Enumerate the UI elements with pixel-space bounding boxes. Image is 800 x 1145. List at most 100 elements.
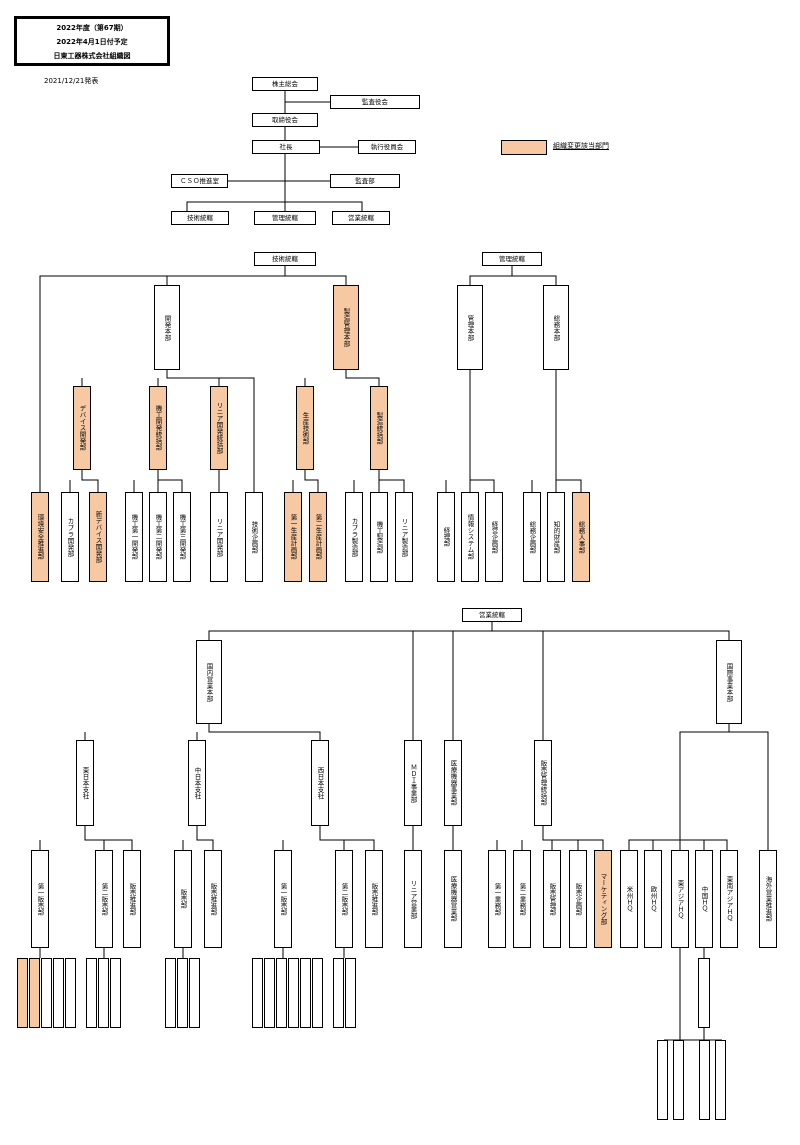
legend-label: 組織変更該当部門 bbox=[553, 142, 609, 150]
sub-unit bbox=[673, 1040, 684, 1120]
intl-promo: 海外営業推進部 bbox=[759, 850, 777, 948]
dev-hq: 開発本部 bbox=[154, 285, 180, 370]
sub-unit bbox=[29, 958, 40, 1028]
accounting-dept: 経理部 bbox=[437, 492, 455, 582]
info-sys-dept: 情報システム部 bbox=[461, 492, 479, 582]
env-safety: 環境安全推進部 bbox=[31, 492, 49, 582]
china-hq: 中国ＨＱ bbox=[695, 850, 713, 948]
sub-unit bbox=[698, 958, 710, 1028]
shareholders-box: 株主総会 bbox=[252, 77, 318, 91]
admin-header: 管理統轄 bbox=[482, 252, 542, 266]
medical-sales: 医療機器営業部 bbox=[444, 850, 462, 948]
intl-hq: 国際事業本部 bbox=[716, 640, 742, 724]
east-asia-hq: 東アジアＨＱ bbox=[671, 850, 689, 948]
sub-unit bbox=[110, 958, 121, 1028]
corp-plan-dept: 経営企画部 bbox=[485, 492, 503, 582]
sub-unit bbox=[177, 958, 188, 1028]
title-line-2: 2022年4月1日付予定 bbox=[56, 38, 128, 46]
west-promo: 販売推進部 bbox=[365, 850, 383, 948]
mfg-plan-2: 第二生産計画部 bbox=[309, 492, 327, 582]
mfg-dept-a: カプラ製造部 bbox=[345, 492, 363, 582]
dev-group-2: 機工開発統括部 bbox=[149, 386, 167, 470]
sub-unit bbox=[333, 958, 344, 1028]
se-asia-hq: 東南アジアＨＱ bbox=[720, 850, 738, 948]
east-sales-1: 第一販売部 bbox=[31, 850, 49, 948]
tech-division-box: 技術統轄 bbox=[171, 211, 229, 225]
cso-box: ＣＳＯ推進室 bbox=[171, 174, 228, 188]
sub-unit bbox=[312, 958, 323, 1028]
sub-unit bbox=[53, 958, 64, 1028]
sub-unit bbox=[657, 1040, 668, 1120]
ip-dept: 知的財産部 bbox=[547, 492, 565, 582]
executive-box: 執行役員会 bbox=[358, 140, 416, 154]
kiko-dev-2: 機工第二開発部 bbox=[149, 492, 167, 582]
sub-unit bbox=[17, 958, 28, 1028]
sub-unit bbox=[41, 958, 52, 1028]
dev-group-3: リニア開発統括部 bbox=[210, 386, 228, 470]
sub-unit bbox=[264, 958, 275, 1028]
sub-unit bbox=[86, 958, 97, 1028]
tech-header: 技術統轄 bbox=[254, 252, 316, 266]
audit-office-box: 監査部 bbox=[330, 174, 400, 188]
west-sales-1: 第一販売部 bbox=[274, 850, 292, 948]
medical-division: 医療機器事業部 bbox=[444, 740, 462, 826]
legend-swatch bbox=[501, 140, 547, 155]
general-hq: 総務本部 bbox=[543, 285, 569, 370]
kiko-dev-3: 機工第三開発部 bbox=[173, 492, 191, 582]
sub-unit bbox=[699, 1040, 710, 1120]
coupling-dev: カプラ開発部 bbox=[61, 492, 79, 582]
tech-plan: 技術企画部 bbox=[245, 492, 263, 582]
kiko-dev-1: 機工第一開発部 bbox=[125, 492, 143, 582]
sub-unit bbox=[189, 958, 200, 1028]
marketing-dept: マーケティング部 bbox=[594, 850, 612, 948]
prod-group: 製造統括部 bbox=[370, 386, 388, 470]
linear-dev: リニア開発部 bbox=[210, 492, 228, 582]
europe-hq: 欧州ＨＱ bbox=[644, 850, 662, 948]
sub-unit bbox=[345, 958, 356, 1028]
biz-dept-2: 第二業務部 bbox=[513, 850, 531, 948]
west-sales-2: 第二販売部 bbox=[335, 850, 353, 948]
west-branch: 西日本支社 bbox=[311, 740, 329, 826]
sub-unit bbox=[98, 958, 109, 1028]
mfg-dept-c: リニア製造部 bbox=[395, 492, 413, 582]
title-box: 2022年度（第67期） 2022年4月1日付予定 日東工器株式会社組織図 bbox=[14, 16, 170, 66]
east-sales-2: 第二販売部 bbox=[95, 850, 113, 948]
title-line-1: 2022年度（第67期） bbox=[56, 24, 128, 32]
mdi-division: ＭＤＩ事業部 bbox=[404, 740, 422, 826]
sub-unit bbox=[300, 958, 311, 1028]
prod-eng: 生産技術部 bbox=[296, 386, 314, 470]
sub-unit bbox=[715, 1040, 726, 1120]
central-branch: 中日本支社 bbox=[188, 740, 206, 826]
hr-dept: 総務人事部 bbox=[572, 492, 590, 582]
east-branch: 東日本支社 bbox=[76, 740, 94, 826]
sales-mgmt-dept: 販売管理部 bbox=[543, 850, 561, 948]
president-box: 社長 bbox=[252, 140, 320, 154]
mfg-hq: 製造管理本部 bbox=[333, 285, 359, 370]
sub-unit bbox=[65, 958, 76, 1028]
domestic-hq: 国内営業本部 bbox=[196, 640, 222, 724]
sales-plan-dept: 販売企画部 bbox=[569, 850, 587, 948]
device-dev: 新デバイス開発部 bbox=[89, 492, 107, 582]
sales-header: 営業統轄 bbox=[462, 608, 522, 622]
sub-unit bbox=[288, 958, 299, 1028]
east-promo: 販売推進部 bbox=[123, 850, 141, 948]
auditors-box: 監査役会 bbox=[330, 95, 420, 109]
central-promo: 販売推進部 bbox=[204, 850, 222, 948]
sales-mgmt-group: 販売管理統括部 bbox=[534, 740, 552, 826]
general-affairs-dept: 総務企画部 bbox=[523, 492, 541, 582]
sub-unit bbox=[165, 958, 176, 1028]
admin-hq: 管理本部 bbox=[457, 285, 483, 370]
issue-date: 2021/12/21発表 bbox=[44, 77, 99, 85]
central-sales: 販売部 bbox=[174, 850, 192, 948]
admin-division-box: 管理統轄 bbox=[254, 211, 316, 225]
title-line-3: 日東工器株式会社組織図 bbox=[53, 52, 131, 60]
mfg-plan-1: 第一生産計画部 bbox=[284, 492, 302, 582]
sub-unit bbox=[276, 958, 287, 1028]
mfg-dept-b: 機工製造部 bbox=[370, 492, 388, 582]
board-box: 取締役会 bbox=[252, 113, 318, 127]
americas-hq: 米州ＨＱ bbox=[620, 850, 638, 948]
sub-unit bbox=[252, 958, 263, 1028]
dev-group-1: デバイス開発部 bbox=[73, 386, 91, 470]
sales-division-box: 営業統轄 bbox=[332, 211, 390, 225]
